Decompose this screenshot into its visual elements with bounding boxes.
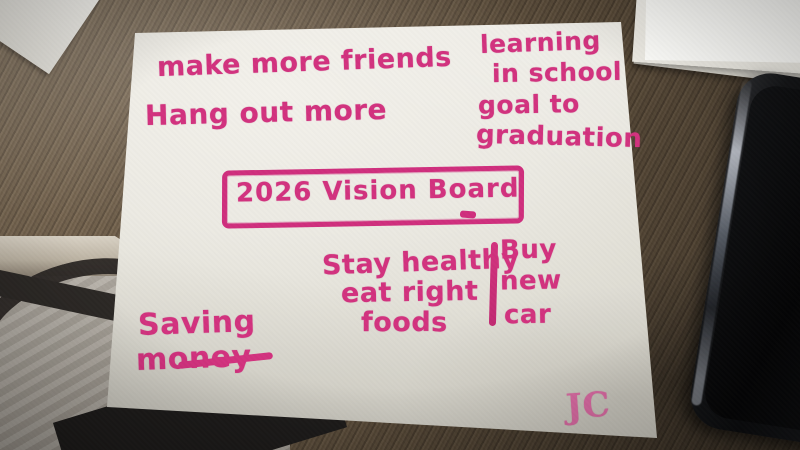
paper-stack-top-sheet bbox=[644, 0, 800, 64]
